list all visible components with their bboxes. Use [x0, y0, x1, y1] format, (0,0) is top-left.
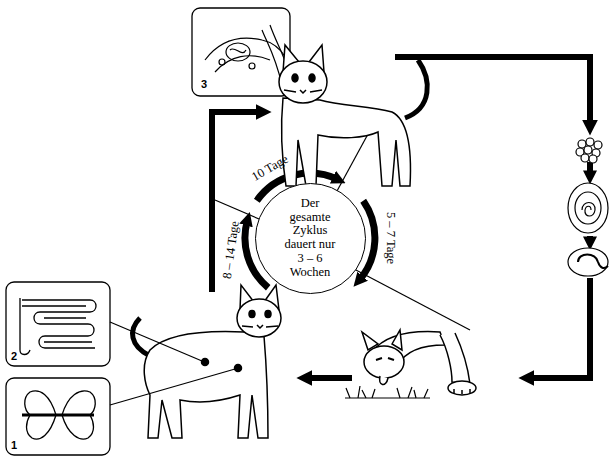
cat-eye [265, 311, 271, 318]
cat-face [284, 90, 322, 93]
cat-eye [309, 74, 315, 82]
cat-paw [448, 381, 476, 395]
inset-frame [192, 8, 290, 96]
flow-arrows [212, 57, 590, 378]
cat-body [144, 332, 268, 438]
cat-head [364, 346, 404, 378]
flow-arrow [395, 57, 590, 126]
lung-drawing [22, 391, 95, 439]
inset-leader-lines [110, 322, 235, 405]
callout-number: 3 [201, 79, 207, 90]
leader-line [110, 369, 235, 405]
cat-leg [440, 333, 470, 384]
stage-pointer-lines [215, 112, 470, 330]
cat-top [279, 45, 427, 186]
hatching-larva [568, 248, 608, 276]
inset-frame [6, 282, 110, 366]
organ-dot [235, 365, 242, 372]
pointer-line [354, 269, 470, 330]
eggs-and-larvae [568, 138, 608, 276]
cat-face [242, 325, 278, 328]
flow-arrow [587, 162, 593, 176]
cat-head [237, 299, 281, 337]
flow-arrow [587, 236, 593, 242]
cat-eye [249, 311, 255, 318]
grass [345, 386, 430, 398]
inset-box-intestine [6, 282, 110, 366]
cat-tail [133, 318, 150, 356]
flow-arrow [306, 375, 352, 381]
leader-line [110, 322, 202, 361]
callout-number: 2 [11, 351, 17, 362]
cat-eye [292, 74, 298, 82]
flow-arrow [528, 278, 590, 378]
egg-cluster [576, 138, 602, 163]
tissue-drawing [205, 25, 288, 85]
cat-head [279, 61, 327, 103]
cat-left [133, 285, 281, 438]
flow-arrow [212, 112, 262, 292]
duration-label: 8 – 14 Tage [221, 220, 241, 279]
inset-box-tissue [192, 8, 290, 96]
cycle-circle: Der gesamte Zyklus dauert nur 3 – 6 Woch… [255, 183, 366, 294]
cat-tail [405, 60, 427, 118]
intestine-drawing [20, 298, 96, 355]
pointer-line [215, 200, 259, 219]
callout-number: 1 [11, 440, 17, 451]
duration-label: 5 – 7 Tage [385, 212, 398, 264]
cycle-text: Der gesamte Zyklus dauert nur 3 – 6 Woch… [280, 197, 340, 280]
organ-dot [202, 359, 209, 366]
cat-eyes [376, 358, 394, 360]
cat-body [282, 98, 411, 186]
paw-toes [454, 389, 470, 394]
cat-tongue [380, 376, 388, 385]
duration-label: 10 Tage [250, 153, 290, 184]
egg-with-larva [568, 183, 608, 233]
inset-box-lungs [6, 378, 110, 455]
cat-eating [362, 330, 476, 395]
inset-frame [6, 378, 110, 455]
